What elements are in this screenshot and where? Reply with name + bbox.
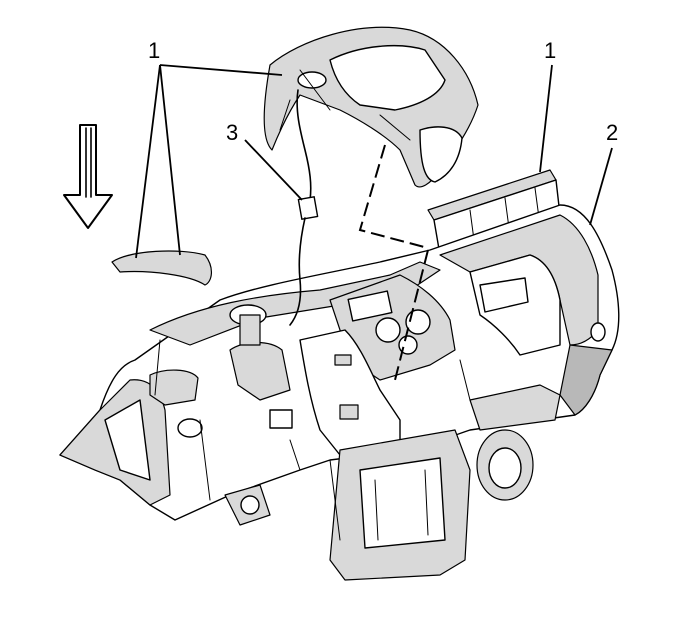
- leader-lines: [135, 64, 613, 259]
- callout-1-left: 1: [148, 38, 160, 63]
- callout-1-right: 1: [544, 38, 556, 63]
- callout-2: 2: [606, 120, 618, 145]
- wiring-harness: [289, 89, 319, 326]
- alignment-lines: [358, 144, 429, 381]
- down-arrow-icon: [63, 124, 113, 229]
- callout-labels: 1 1 2 3: [148, 38, 618, 145]
- instrument-panel-carrier: [59, 204, 620, 581]
- upper-trim-cover: [263, 26, 479, 188]
- callout-3: 3: [226, 120, 238, 145]
- left-trim-panel: [111, 250, 212, 286]
